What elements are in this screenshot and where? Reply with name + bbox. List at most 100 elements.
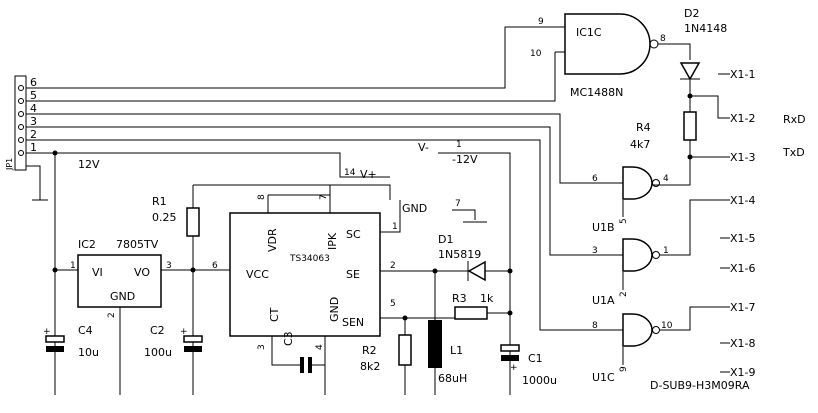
capacitor-c1: + C1 1000u (500, 344, 557, 387)
u1b: 6 4 5 U1B (592, 166, 669, 234)
ic2-ref: IC2 (78, 238, 96, 251)
u1b-pin-in: 6 (592, 174, 598, 184)
u1a-ref: U1A (592, 294, 615, 307)
db9-connector: X1-1 X1-2 X1-3 X1-4 X1-5 X1-6 X1-7 X1-8 … (650, 68, 806, 392)
connector-pin-1: 1 (30, 141, 37, 154)
r4-value: 4k7 (630, 138, 650, 151)
ic2-regulator: VI VO GND 1 3 2 IC2 7805TV (52, 238, 230, 395)
db9-upper-wires (690, 95, 730, 158)
ts-pin-vcc: 6 (212, 261, 218, 271)
u1a: 3 1 2 U1A (592, 199, 730, 307)
u1c-pin-gnd: 9 (619, 366, 629, 372)
vplus-pin: 14 (344, 168, 356, 178)
resistor-r3: R3 1k (402, 271, 513, 321)
r1-value: 0.25 (152, 211, 177, 224)
ic2-pin1: 1 (70, 261, 76, 271)
ts-vdr: VDR (266, 228, 279, 252)
ic1c-pin-out: 8 (660, 34, 666, 44)
l1-ref: L1 (450, 344, 463, 357)
u1b-pin-out: 4 (663, 174, 669, 184)
connector-pin-6: 6 (30, 76, 37, 89)
connector-wires (26, 26, 615, 331)
connector-body (14, 75, 27, 171)
ts-part: TS34063 (289, 254, 330, 264)
gnd-node: 7 GND (402, 199, 487, 223)
ic1c-ref: IC1C (576, 26, 602, 39)
l1-value: 68uH (438, 372, 467, 385)
connector-pin-2: 2 (30, 128, 37, 141)
resistor-r4: R4 4k7 (630, 111, 697, 186)
ts-vcc: VCC (246, 268, 269, 281)
ts-ipk: IPK (326, 232, 339, 250)
ts-pin-se: 2 (390, 261, 396, 271)
d2-ref: D2 (684, 7, 699, 20)
connector-ref: JP1 (5, 158, 14, 171)
c2-ref: C2 (150, 324, 165, 337)
ts-pin-ct: 3 (257, 344, 267, 350)
ts-sen: SEN (342, 316, 364, 329)
capacitor-c2: + C2 100u (144, 324, 203, 359)
resistor-r1: R1 0.25 (152, 184, 391, 395)
db9-pin-7: X1-7 (730, 301, 756, 314)
c4-value: 10u (78, 346, 99, 359)
ic2-pin3: 3 (166, 261, 172, 271)
ic2-part: 7805TV (116, 238, 159, 251)
connector-pin-marks (18, 85, 24, 156)
u1b-ref: U1B (592, 221, 615, 234)
ic1c-pin-in2: 10 (530, 49, 542, 59)
ts-se: SE (346, 268, 360, 281)
r3-ref: R3 (452, 292, 467, 305)
u1b-pin-gnd: 5 (619, 218, 629, 224)
d1-value: 1N5819 (438, 248, 481, 261)
db9-pin-6: X1-6 (730, 262, 756, 275)
capacitor-c3: C3 (282, 331, 312, 373)
capacitor-c4: + C4 10u (43, 324, 99, 359)
gnd-pin: 7 (455, 199, 461, 209)
u1a-pin-in: 3 (592, 246, 598, 256)
db9-lower-stubs (720, 237, 730, 373)
c4-ref: C4 (78, 324, 93, 337)
d2-value: 1N4148 (684, 22, 727, 35)
ts-pin-sc: 1 (392, 222, 398, 232)
db9-pin-9: X1-9 (730, 366, 756, 379)
u1a-pin-gnd: 2 (619, 291, 629, 297)
diode-d2: D2 1N4148 (679, 7, 727, 112)
c1-polarity: + (510, 363, 518, 373)
rail-12v-label: 12V (78, 158, 100, 171)
r2-ref: R2 (362, 344, 377, 357)
ts-sc: SC (346, 228, 361, 241)
u1c-pin-out: 10 (661, 321, 673, 331)
connector-pin-4: 4 (30, 102, 37, 115)
vminus-pin: 1 (456, 140, 462, 150)
ts-pin-sen: 5 (390, 299, 396, 309)
r3-value: 1k (480, 292, 494, 305)
db9-pin-1: X1-1 (730, 68, 756, 81)
ic2-vi: VI (92, 266, 103, 279)
ic1c: IC1C MC1488N 9 10 8 (530, 13, 691, 99)
db9-pin-8: X1-8 (730, 337, 756, 350)
vplus-label: V+ (360, 168, 377, 181)
ts-pin-vdr: 8 (257, 194, 267, 200)
ts34063: VCC VDR IPK SC TS34063 SE CT GND SEN 6 8… (193, 185, 510, 395)
vminus-value: -12V (452, 153, 478, 166)
u1c-ref: U1C (592, 371, 615, 384)
c1-ref: C1 (528, 352, 543, 365)
rxd-label: RxD (783, 113, 806, 126)
u1a-pin-out: 1 (663, 246, 669, 256)
c2-value: 100u (144, 346, 172, 359)
u1c-pin-in: 8 (592, 321, 598, 331)
ic1c-pin-in1: 9 (538, 17, 544, 27)
gnd-label: GND (402, 202, 427, 215)
connector-jp1: JP1 6 5 4 3 2 1 (5, 75, 37, 171)
resistor-r2: R2 8k2 (360, 318, 412, 395)
c1-value: 1000u (522, 374, 557, 387)
ic2-vo: VO (134, 266, 150, 279)
ts-pin-ipk: 7 (319, 194, 329, 200)
inductor-l1: L1 68uH (428, 320, 467, 395)
rail-12v: 12V (52, 150, 100, 395)
d1-ref: D1 (438, 233, 453, 246)
c2-polarity: + (180, 327, 188, 337)
ic1c-part: MC1488N (570, 86, 623, 99)
ts-pin-gnd: 4 (315, 344, 325, 350)
